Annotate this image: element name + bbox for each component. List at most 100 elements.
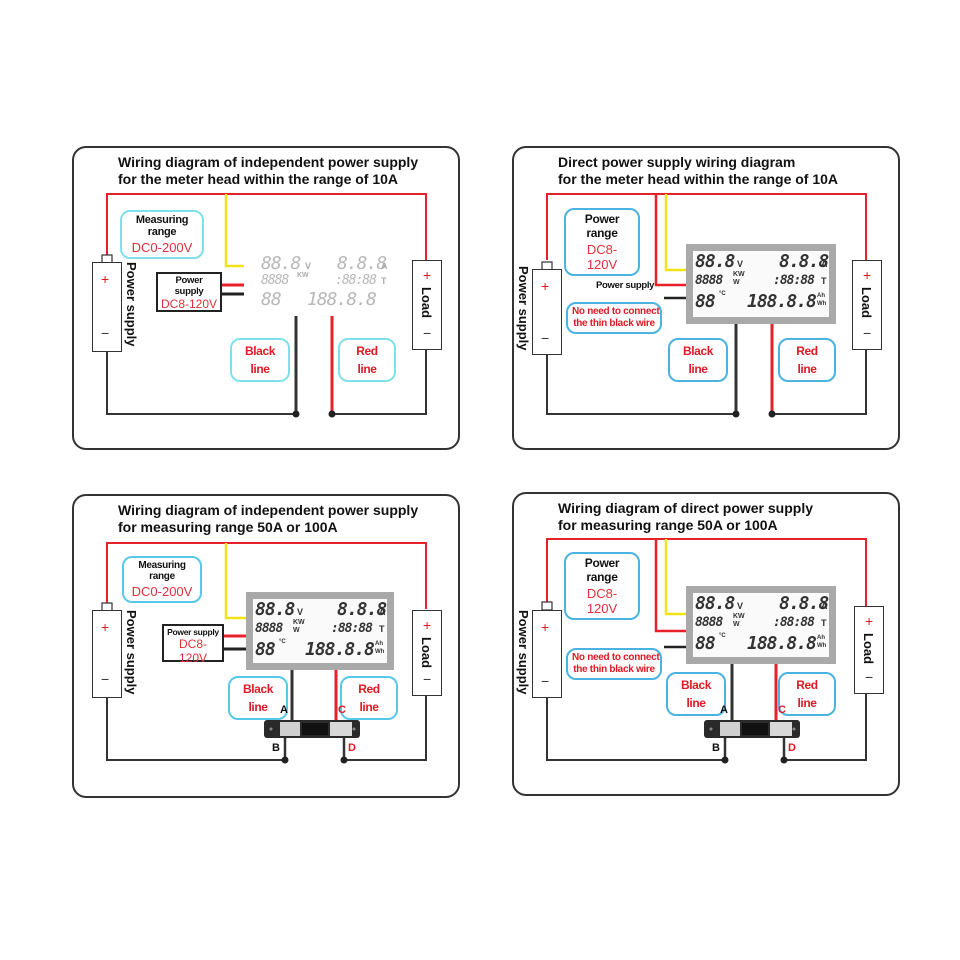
- load-label: Load: [419, 637, 434, 669]
- red-supply-wire: [654, 539, 686, 633]
- lcd-energy-unit-wh: Wh: [817, 643, 827, 649]
- lcd-power-unit: KW: [297, 272, 309, 279]
- lcd-energy: 188.8.8: [747, 633, 817, 654]
- minus-sign: −: [541, 330, 550, 346]
- black-line-label: Black line: [244, 344, 276, 376]
- power-range-bubble: Power range DC8-120V: [564, 208, 640, 276]
- ps-box-value: DC8-120V: [178, 637, 208, 665]
- plus-sign: +: [101, 619, 110, 635]
- shunt-pin-d: D: [788, 742, 796, 754]
- power-supply-label: Power supply: [516, 266, 531, 351]
- lcd-power: 8888: [261, 273, 289, 288]
- load-return-wire: [784, 694, 867, 761]
- black-return-wire: [106, 696, 285, 761]
- yellow-wire: [664, 539, 686, 616]
- plus-sign: +: [423, 617, 432, 633]
- bubble-label: Measuring range: [135, 214, 189, 238]
- power-supply-battery: + −: [92, 610, 122, 698]
- lcd-time: :88:88: [335, 273, 377, 288]
- lcd-power: 8888: [695, 615, 723, 630]
- lcd-energy-unit-wh: Wh: [375, 649, 385, 655]
- minus-sign: −: [423, 671, 432, 687]
- red-wire-top: [546, 538, 867, 607]
- wiring-lines: [101, 193, 427, 418]
- power-supply-label: Power supply: [124, 262, 139, 347]
- lcd-energy: 188.8.8: [747, 291, 817, 312]
- plus-sign: +: [541, 278, 550, 294]
- lcd-energy-unit-wh: Wh: [817, 301, 827, 307]
- lcd-power-unit: KW: [733, 271, 745, 278]
- lcd-current-unit: A: [379, 607, 386, 617]
- red-wire-top: [546, 193, 867, 261]
- power-supply-battery: + −: [92, 262, 122, 352]
- ps-box-label: Power supply: [167, 627, 219, 637]
- black-line-bubble: Black line: [666, 672, 726, 716]
- panel-direct-50-100a: Wiring diagram of direct power supply fo…: [512, 492, 900, 796]
- lcd-time-unit: T: [821, 618, 827, 628]
- wiring-lines: [541, 538, 867, 764]
- plus-sign: +: [863, 267, 872, 283]
- black-return-wire: [546, 355, 736, 415]
- lcd-voltage-unit: V: [737, 259, 744, 269]
- lcd-time-unit: T: [379, 624, 385, 634]
- shunt-pin-a: A: [720, 704, 728, 716]
- load-label: Load: [861, 633, 876, 665]
- power-supply-box: Power supply DC8-120V: [156, 272, 222, 312]
- minus-sign: −: [865, 669, 874, 685]
- lcd-temp: 88: [255, 639, 276, 660]
- lcd-current: 8.8.8: [779, 593, 829, 614]
- lcd-current: 8.8.8: [337, 253, 387, 274]
- panel-title: Wiring diagram of direct power supply fo…: [558, 500, 814, 533]
- lcd-current: 8.8.8: [337, 599, 387, 620]
- red-wire-top: [106, 193, 427, 261]
- load-box: + − Load: [412, 260, 442, 350]
- lcd-voltage: 88.8: [261, 253, 301, 274]
- bubble-value: DC0-200V: [131, 584, 193, 599]
- panel-title: Wiring diagram of independent power supp…: [118, 502, 419, 535]
- red-line-label: Red line: [358, 682, 380, 714]
- minus-sign: −: [541, 673, 550, 689]
- lcd-time: :88:88: [773, 273, 815, 288]
- minus-sign: −: [423, 325, 432, 341]
- lcd-display: 88.8 V 8.8.8 A 8888 KW W :88:88 T 88 °C …: [686, 586, 836, 664]
- black-return-wire: [106, 350, 296, 415]
- black-return-wire: [546, 698, 725, 761]
- lcd-energy-unit-ah: Ah: [817, 635, 825, 641]
- lcd-display: 88.8 V 8.8.8 A 8888 KW :88:88 T 88 188.8…: [250, 244, 390, 314]
- bubble-label: Power range: [584, 212, 620, 240]
- power-supply-label: Power supply: [516, 610, 531, 695]
- power-supply-text: Power supply: [596, 280, 655, 291]
- wiring-lines: [101, 542, 427, 764]
- plus-sign: +: [423, 267, 432, 283]
- lcd-power-unit: KW: [293, 619, 305, 626]
- shunt-pin-c: C: [778, 704, 786, 716]
- black-line-bubble: Black line: [668, 338, 728, 382]
- bubble-value: DC8-120V: [586, 242, 618, 272]
- lcd-power: 8888: [695, 273, 723, 288]
- battery-terminal: [541, 601, 553, 611]
- lcd-power: 8888: [255, 621, 283, 636]
- lcd-power-unit: KW: [733, 613, 745, 620]
- lcd-power-unit-w: W: [733, 279, 740, 286]
- plus-sign: +: [541, 619, 550, 635]
- junction-dot: [281, 756, 289, 764]
- note-text: No need to connect the thin black wire: [572, 652, 660, 675]
- panel-title: Wiring diagram of independent power supp…: [118, 154, 419, 187]
- bubble-label: Measuring range: [138, 560, 186, 582]
- red-wire-top: [106, 542, 427, 609]
- ps-box-label: Power supply: [174, 275, 204, 297]
- junction-dot: [732, 410, 740, 418]
- yellow-wire: [664, 194, 686, 272]
- load-label: Load: [419, 287, 434, 319]
- load-return-wire: [772, 350, 867, 415]
- lcd-voltage: 88.8: [695, 593, 735, 614]
- panel-direct-10a: Direct power supply wiring diagram for t…: [512, 146, 900, 450]
- red-line-bubble: Red line: [778, 338, 836, 382]
- lcd-time-unit: T: [381, 276, 387, 286]
- lcd-time: :88:88: [331, 621, 373, 636]
- shunt-resistor: [264, 720, 360, 738]
- lcd-temp: 88: [695, 291, 716, 312]
- lcd-display: 88.8 V 8.8.8 A 8888 KW W :88:88 T 88 °C …: [246, 592, 394, 670]
- lcd-display: 88.8 V 8.8.8 A 8888 KW W :88:88 T 88 °C …: [686, 244, 836, 324]
- lcd-current-unit: A: [821, 259, 828, 269]
